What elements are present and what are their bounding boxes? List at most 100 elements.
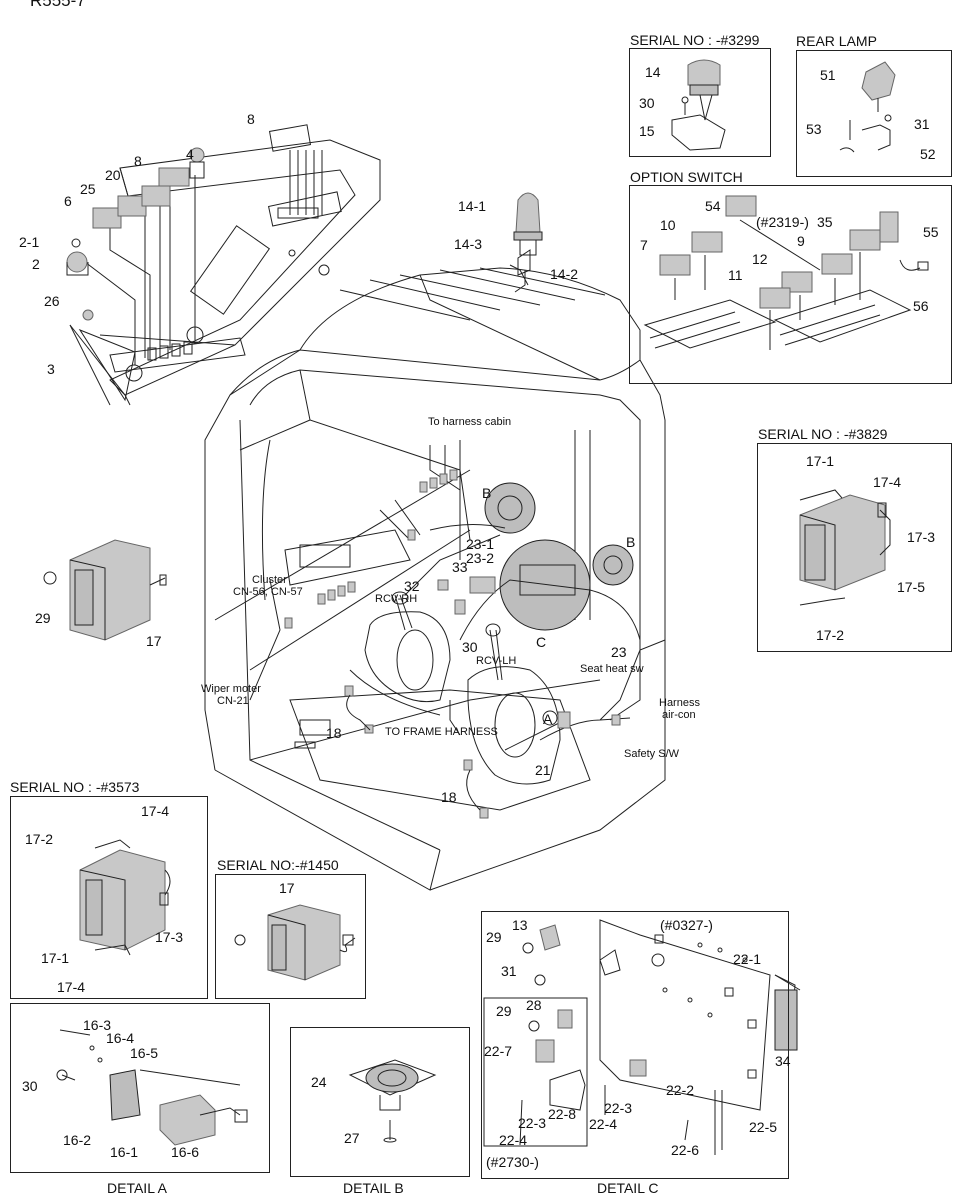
part-23: 23 (611, 644, 627, 660)
part-11: 11 (728, 267, 743, 283)
part-27: 27 (344, 1130, 360, 1146)
part-22-1: 22-1 (733, 951, 762, 967)
part-16-4: 16-4 (106, 1030, 135, 1046)
part-53: 53 (806, 121, 822, 137)
detail-c-drawing (519, 919, 801, 1155)
detail-marker-b2: B (626, 534, 636, 550)
part-17-5: 17-5 (897, 579, 926, 595)
part-30: 30 (639, 95, 655, 111)
part-35: 35 (817, 214, 833, 230)
part-17-2: 17-2 (25, 831, 54, 847)
part-23-1: 23-1 (466, 536, 495, 552)
part-6: 6 (64, 193, 72, 209)
part-32: 32 (404, 578, 420, 594)
detail-b-title: DETAIL B (343, 1180, 404, 1196)
part-23-2: 23-2 (466, 550, 495, 566)
part-21: 21 (535, 762, 551, 778)
part-10: 10 (660, 217, 676, 233)
wiper-motor-label: Wiper moter (201, 683, 261, 695)
part-22-4: 22-4 (589, 1116, 618, 1132)
part-22-6: 22-6 (671, 1142, 700, 1158)
cabin-frame-drawing (204, 267, 666, 891)
part-16-1: 16-1 (110, 1144, 139, 1160)
part-16-6: 16-6 (171, 1144, 200, 1160)
safety-switch-label: Safety S/W (624, 748, 680, 760)
detail-b-box (290, 1027, 470, 1177)
detail-c-title: DETAIL C (597, 1180, 659, 1196)
part-29: 29 (496, 1003, 512, 1019)
serial-1450-box (215, 874, 366, 999)
part-29: 29 (35, 610, 51, 626)
detail-marker-c: C (536, 634, 547, 650)
part-17-2: 17-2 (816, 627, 845, 643)
serial-3573-box (10, 796, 208, 999)
part-15: 15 (639, 123, 655, 139)
part-22-5: 22-5 (749, 1119, 778, 1135)
part-51: 51 (820, 67, 836, 83)
part-33: 33 (452, 559, 468, 575)
part-28: 28 (526, 997, 542, 1013)
part-16-5: 16-5 (130, 1045, 159, 1061)
part-29: 29 (486, 929, 502, 945)
part-3: 3 (47, 361, 55, 377)
radio-3573-drawing (79, 839, 171, 956)
part-34: 34 (775, 1053, 791, 1069)
part-7: 7 (640, 237, 648, 253)
detail-marker-a: A (543, 711, 553, 727)
part-17-4: 17-4 (57, 979, 86, 995)
part-24: 24 (311, 1074, 327, 1090)
detail-a-box (10, 1003, 270, 1173)
rear-lamp-title: REAR LAMP (796, 33, 877, 49)
part-56: 56 (913, 298, 929, 314)
radio-17-drawing (43, 539, 167, 641)
cluster-label: Cluster (252, 574, 287, 586)
part-22-7: 22-7 (484, 1043, 513, 1059)
radio-3829-drawing (799, 489, 891, 606)
rcv-rh-label: RCV-RH (375, 593, 418, 605)
part-22-2: 22-2 (666, 1082, 695, 1098)
option-switch-title: OPTION SWITCH (630, 169, 743, 185)
part-14: 14 (645, 64, 661, 80)
part-25: 25 (80, 181, 96, 197)
part-26: 26 (44, 293, 60, 309)
cluster-cn-label: CN-56, CN-57 (233, 586, 303, 598)
part-22-8: 22-8 (548, 1106, 577, 1122)
rear-lamp-drawing (839, 61, 896, 153)
part-20: 20 (105, 167, 121, 183)
part-22-3: 22-3 (518, 1115, 547, 1131)
part-14-2: 14-2 (550, 266, 579, 282)
part-17-3: 17-3 (155, 929, 184, 945)
part-13: 13 (512, 917, 528, 933)
to-harness-cabin-label: To harness cabin (428, 416, 512, 428)
part-18: 18 (441, 789, 457, 805)
part-14-1: 14-1 (458, 198, 487, 214)
option-switch-drawing (643, 195, 929, 350)
seat-heat-label: Seat heat sw (580, 663, 644, 675)
serial-3573-title: SERIAL NO : -#3573 (10, 779, 140, 795)
detail-marker-b1: B (482, 485, 492, 501)
harness-label: Harness (659, 697, 700, 709)
detail-c-inner-box (483, 997, 588, 1147)
detail-a-drawing (56, 1029, 248, 1146)
option-switch-box (629, 185, 952, 384)
serial-1450-title: SERIAL NO:-#1450 (217, 857, 339, 873)
part-30: 30 (22, 1078, 38, 1094)
part-17: 17 (146, 633, 162, 649)
beacon-lamp-drawing (509, 192, 543, 293)
part-17: 17 (279, 880, 295, 896)
part-8: 8 (134, 153, 142, 169)
serial-3829-title: SERIAL NO : -#3829 (758, 426, 888, 442)
part-12: 12 (752, 251, 768, 267)
part-9: 9 (797, 233, 805, 249)
part-22-3: 22-3 (604, 1100, 633, 1116)
serial-3299-box (629, 48, 771, 157)
radio-1450-drawing (234, 904, 356, 981)
part-31: 31 (914, 116, 930, 132)
detail-c-box (481, 911, 789, 1179)
part-14-3: 14-3 (454, 236, 483, 252)
part-22-4: 22-4 (499, 1132, 528, 1148)
part-17-1: 17-1 (41, 950, 70, 966)
part-52: 52 (920, 146, 936, 162)
part-2-1: 2-1 (19, 234, 40, 250)
